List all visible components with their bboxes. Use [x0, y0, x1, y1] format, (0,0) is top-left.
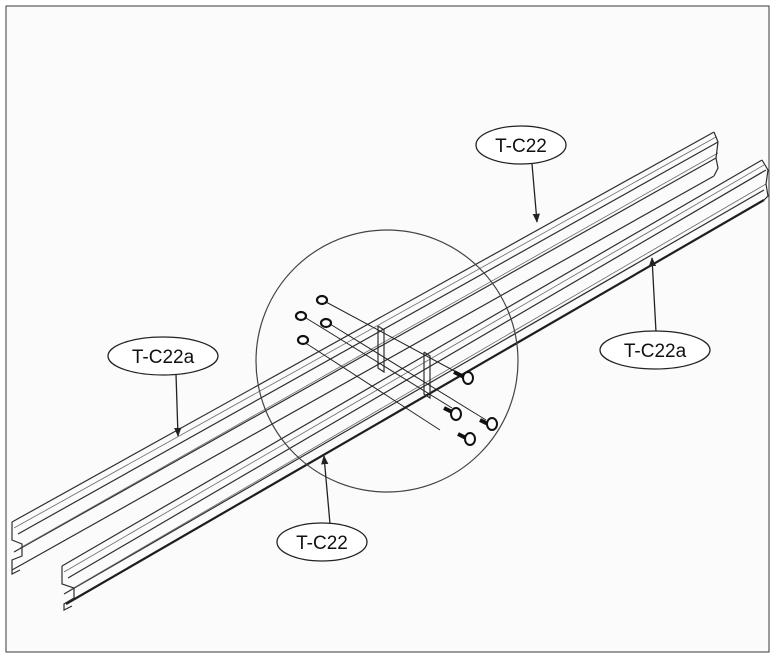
bolt-icon [479, 417, 498, 431]
callout-label: T-C22 [495, 136, 547, 157]
fasteners [294, 294, 498, 446]
callout-label: T-C22a [624, 341, 687, 362]
nut-icon [319, 317, 333, 329]
leader-right [648, 257, 657, 333]
upper-rail [11, 131, 719, 575]
callout-label: T-C22a [132, 347, 195, 368]
bolt-icon [457, 432, 476, 446]
callout-top-right: T-C22 [475, 125, 567, 165]
bolt-icon [453, 370, 474, 385]
callout-bottom: T-C22 [276, 522, 368, 562]
callout-left: T-C22a [107, 336, 219, 376]
nut-icon [315, 294, 329, 306]
nut-icon [296, 334, 310, 346]
callout-right: T-C22a [599, 330, 711, 370]
leader-bottom [321, 455, 331, 525]
leader-top-right [531, 163, 540, 223]
bolt-icon [443, 406, 462, 421]
detail-circle [255, 229, 519, 493]
leader-left [174, 373, 182, 437]
diagram-frame [5, 5, 770, 653]
nut-icon [294, 310, 308, 322]
callout-label: T-C22 [296, 533, 348, 554]
